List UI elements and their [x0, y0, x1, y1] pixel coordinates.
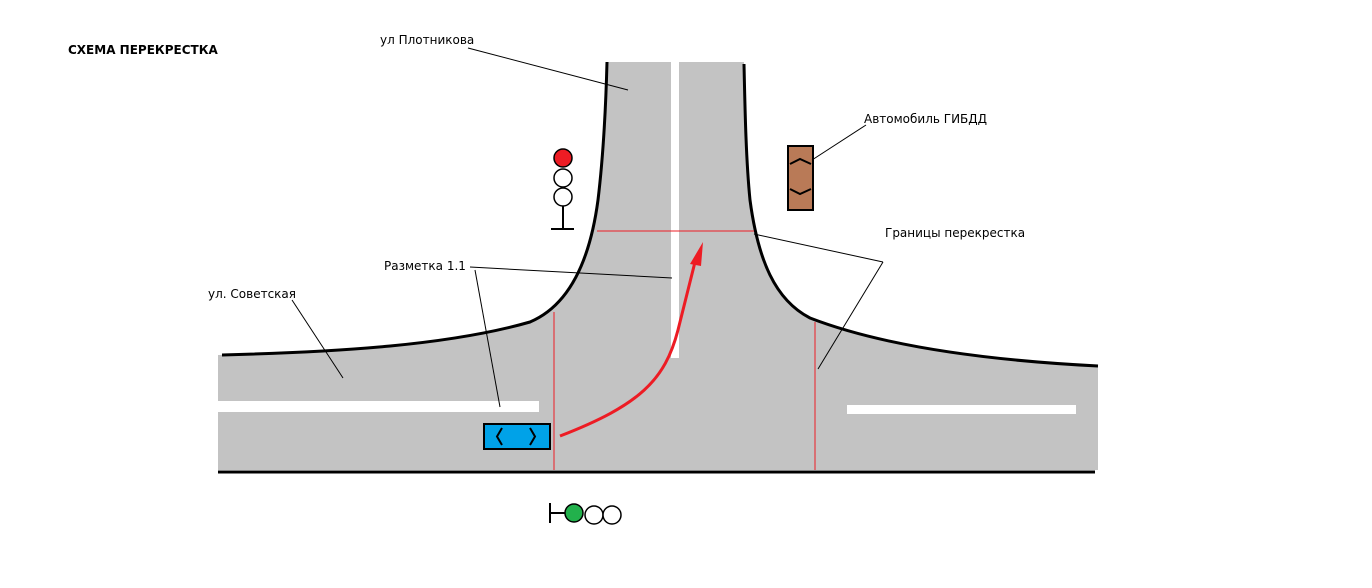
vertical-traffic-light — [551, 148, 574, 230]
label-police-car: Автомобиль ГИБДД — [864, 112, 988, 126]
road-edge-left — [221, 61, 609, 357]
marking-vertical — [671, 62, 679, 358]
road-edge-right — [742, 63, 1099, 368]
off-light-icon — [553, 187, 573, 207]
off-light-icon — [584, 505, 604, 525]
leader-police-car — [811, 124, 867, 161]
marking-horizontal-right — [847, 405, 1076, 414]
leader-street-left — [291, 299, 344, 379]
leader-boundaries-1 — [753, 233, 884, 263]
label-marking: Разметка 1.1 — [384, 259, 466, 273]
label-boundaries: Границы перекрестка — [885, 226, 1026, 240]
police-car — [787, 145, 814, 211]
turn-arrow — [559, 261, 697, 438]
label-street-top: ул Плотникова — [380, 33, 475, 47]
green-light-icon — [564, 503, 584, 523]
off-light-icon — [602, 505, 622, 525]
leader-marking-1 — [469, 266, 673, 279]
leader-street-top — [467, 47, 629, 91]
road-surface — [218, 62, 1098, 470]
leader-boundaries-2 — [817, 261, 884, 370]
marking-horizontal-left — [218, 401, 539, 412]
blue-car — [483, 423, 551, 450]
off-light-icon — [553, 168, 573, 188]
leader-marking-2 — [474, 269, 501, 408]
horizontal-traffic-light — [549, 503, 622, 525]
turn-arrowhead — [690, 242, 703, 266]
label-street-left: ул. Советская — [208, 287, 296, 301]
diagram-title: СХЕМА ПЕРЕКРЕСТКА — [68, 43, 218, 57]
red-light-icon — [553, 148, 573, 168]
